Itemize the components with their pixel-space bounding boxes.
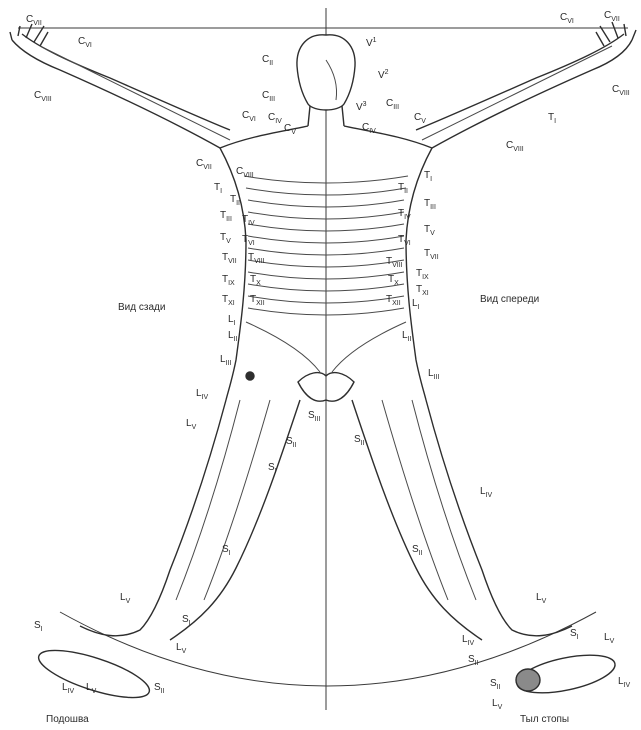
left-leg-outline <box>80 400 300 640</box>
frame <box>18 8 628 710</box>
segment-label: LV <box>186 418 197 431</box>
segment-label: TI <box>548 112 556 125</box>
segment-label: V1 <box>366 37 377 49</box>
arm-line-right <box>422 46 612 140</box>
right-arm-outline <box>344 34 632 148</box>
segment-label: TIV <box>242 214 255 227</box>
segment-label: TVIII <box>248 252 265 265</box>
segment-label: CVII <box>26 14 42 27</box>
segment-label: LI <box>412 298 420 311</box>
segment-label: CIII <box>262 90 275 103</box>
segment-label: TII <box>398 182 408 195</box>
segment-label: LV <box>536 592 547 605</box>
segment-label: CV <box>414 112 426 125</box>
segment-label: TXII <box>250 294 265 307</box>
segment-label: V2 <box>378 69 389 81</box>
segment-label: TVII <box>222 252 237 265</box>
caption-sole: Подошва <box>46 714 89 725</box>
segment-label: TXII <box>386 294 401 307</box>
segment-label: LV <box>492 698 503 711</box>
segment-label: CVI <box>560 12 574 25</box>
left-hand-outline <box>10 24 48 46</box>
segment-label: V3 <box>356 101 367 113</box>
segment-label: SI <box>222 544 231 557</box>
segment-label: LV <box>120 592 131 605</box>
knee-mark <box>246 372 254 380</box>
segment-label: CII <box>262 54 273 67</box>
caption-back-view: Вид сзади <box>118 302 165 313</box>
segment-label: CVI <box>242 110 256 123</box>
segment-label: LIII <box>428 368 439 381</box>
segment-label: SIII <box>308 410 321 423</box>
right-leg-outline <box>352 400 572 640</box>
segment-label: TIII <box>220 210 232 223</box>
segment-label: CIV <box>268 112 282 125</box>
head-outline <box>297 35 355 110</box>
segment-label: SII <box>154 682 165 695</box>
segment-label: LI <box>228 314 236 327</box>
segment-label: CVIII <box>612 84 630 97</box>
segment-label: CIII <box>386 98 399 111</box>
sole-foot-outline <box>34 641 154 707</box>
segment-label: LV <box>176 642 187 655</box>
segment-label: CVIII <box>34 90 52 103</box>
segment-label: LV <box>604 632 615 645</box>
segment-label: TIX <box>222 274 235 287</box>
segment-label: SII <box>490 678 501 691</box>
segment-label: CVII <box>604 10 620 23</box>
segment-label: CVIII <box>236 166 254 179</box>
segment-label: TV <box>424 224 435 237</box>
segment-label: LIV <box>196 388 209 401</box>
caption-dorsum-of-foot: Тыл стопы <box>520 714 569 725</box>
arm-line-left <box>40 46 230 140</box>
leg-line-left-1 <box>176 400 240 600</box>
leg-line-right-2 <box>382 400 448 600</box>
segment-label: SII <box>412 544 423 557</box>
segment-label: CV <box>284 123 296 136</box>
segment-label: LII <box>228 330 238 343</box>
segment-label: CIV <box>362 122 376 135</box>
segment-label: LIV <box>62 682 75 695</box>
segment-label: TVI <box>398 234 411 247</box>
segment-label: TI <box>214 182 222 195</box>
segment-label: TVIII <box>386 256 403 269</box>
segment-label: TIII <box>424 198 436 211</box>
segment-label: CVIII <box>506 140 524 153</box>
caption-front-view: Вид спереди <box>480 294 539 305</box>
heel-shaded-area <box>516 669 540 691</box>
segment-label: LIV <box>480 486 493 499</box>
segment-label: TX <box>388 274 399 287</box>
segment-label: SI <box>268 462 277 475</box>
segment-label: SI <box>34 620 43 633</box>
segment-labels: CVII CVI CVIII CII CIII CIV CV CVI CVII … <box>26 10 631 711</box>
segment-label: LIV <box>462 634 475 647</box>
segment-label: LIV <box>618 676 631 689</box>
segment-label: TXI <box>222 294 235 307</box>
leg-line-right-1 <box>412 400 476 600</box>
segment-label: SII <box>354 434 365 447</box>
segment-label: SI <box>570 628 579 641</box>
segment-label: SI <box>182 614 191 627</box>
segment-label: CVI <box>78 36 92 49</box>
segment-label: TXI <box>416 284 429 297</box>
segment-label: TIX <box>416 268 429 281</box>
leg-line-left-2 <box>204 400 270 600</box>
segment-label: LIII <box>220 354 231 367</box>
segment-label: TI <box>424 170 432 183</box>
segment-label: TV <box>220 232 231 245</box>
segment-label: TVII <box>424 248 439 261</box>
ground-arc <box>60 612 596 686</box>
segment-label: LII <box>402 330 412 343</box>
segment-label: SII <box>286 436 297 449</box>
segment-label: CVII <box>196 158 212 171</box>
